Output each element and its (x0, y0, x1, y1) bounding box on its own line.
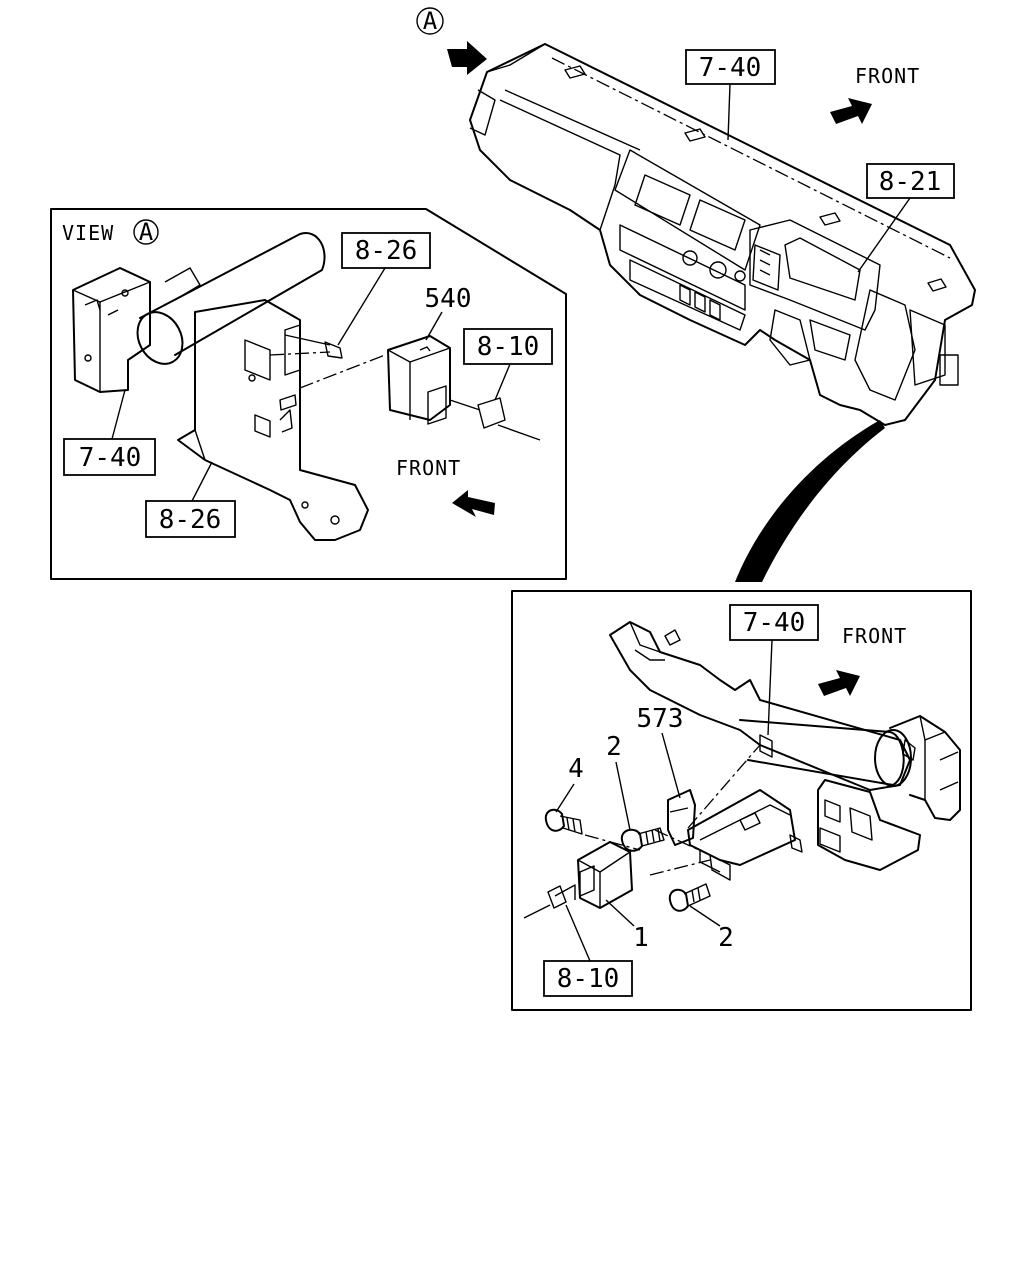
detail-frame (511, 590, 972, 1011)
detail-front-arrow (818, 670, 860, 696)
view-a-panel-label: 7-40 (79, 443, 142, 473)
detail-relay-leader (605, 899, 635, 927)
view-a-marker-circle (416, 7, 444, 35)
detail-bolt-upper-label: 2 (606, 732, 622, 762)
instrument-panel-illustration: A (416, 7, 976, 426)
detail-connector-callout: 8-10 (543, 904, 633, 997)
view-a-connector-label: 8-10 (477, 332, 540, 362)
view-a-connector-callout: 8-10 (463, 328, 553, 401)
detail-front-label: FRONT (842, 624, 907, 648)
detail-bolt-left-leader (555, 783, 575, 813)
view-a-nut-callout: 8-26 (337, 232, 431, 346)
detail-relay-label: 1 (633, 923, 649, 953)
detail-panel-label: 7-40 (743, 608, 806, 638)
detail-bracket-leader (661, 732, 681, 799)
view-a-relay-leader (425, 311, 443, 341)
top-front-label: FRONT (855, 64, 920, 88)
view-a-bracket-label: 8-26 (159, 505, 222, 535)
top-panel-label: 7-40 (699, 53, 762, 83)
detail-panel-callout: 7-40 (729, 604, 819, 736)
top-cluster-callout: 8-21 (857, 163, 955, 273)
view-a-title: VIEW (62, 221, 114, 245)
top-front-arrow (830, 98, 872, 124)
view-a-relay-label: 540 (425, 284, 472, 314)
view-a-front-label: FRONT (396, 456, 461, 480)
view-a-illustration (72, 232, 541, 541)
detail-bolt-lower-leader (689, 905, 721, 927)
view-a-marker: A (423, 7, 438, 35)
view-a-bracket-callout: 8-26 (145, 461, 236, 538)
detail-pointer-arrow (735, 420, 885, 582)
view-a-panel-callout: 7-40 (63, 389, 156, 476)
detail-bolt-upper-leader (615, 761, 631, 831)
detail-bolt-left-label: 4 (568, 754, 584, 784)
detail-connector-label: 8-10 (557, 964, 620, 994)
top-panel-callout: 7-40 (685, 49, 776, 141)
detail-bracket-label: 573 (637, 704, 684, 734)
view-a-title-marker: A (139, 218, 154, 246)
view-a-frame (50, 208, 567, 580)
view-a-front-arrow (452, 490, 495, 517)
view-a-nut-label: 8-26 (355, 236, 418, 266)
detail-illustration (523, 621, 961, 919)
top-cluster-label: 8-21 (879, 167, 942, 197)
detail-bolt-lower-label: 2 (718, 923, 734, 953)
view-a-title-circle (133, 219, 159, 245)
view-direction-arrow (447, 41, 487, 75)
